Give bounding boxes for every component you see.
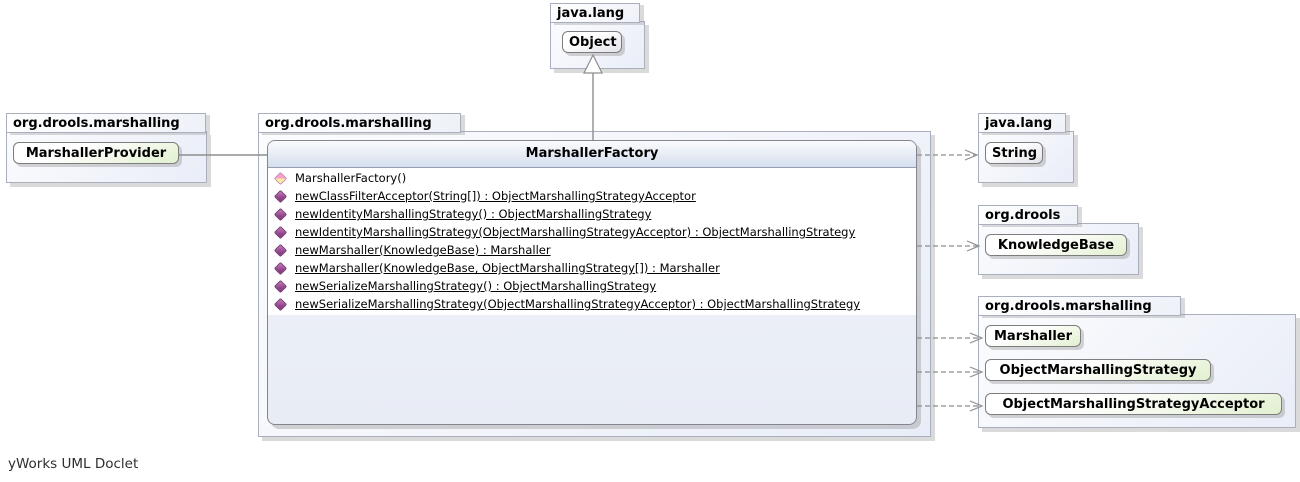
class-node-string[interactable]: String xyxy=(985,142,1043,164)
class-title: MarshallerFactory xyxy=(268,141,916,168)
interface-node-objectmarshallingstrategyacceptor[interactable]: ObjectMarshallingStrategyAcceptor xyxy=(985,393,1282,415)
package-name: org.drools.marshalling xyxy=(985,299,1152,314)
interface-node-marshaller[interactable]: Marshaller xyxy=(985,325,1081,347)
package-name: java.lang xyxy=(985,116,1053,131)
member-list: MarshallerFactory() newClassFilterAccept… xyxy=(268,168,916,315)
package-tab-java-lang-right: java.lang xyxy=(978,113,1066,133)
class-name: ObjectMarshallingStrategy xyxy=(999,363,1197,378)
package-tab-center: org.drools.marshalling xyxy=(258,113,461,133)
interface-node-knowledgebase[interactable]: KnowledgeBase xyxy=(985,234,1127,256)
method-icon xyxy=(273,225,288,239)
method-row[interactable]: newIdentityMarshallingStrategy() : Objec… xyxy=(268,205,916,223)
method-row[interactable]: newMarshaller(KnowledgeBase) : Marshalle… xyxy=(268,241,916,259)
member-label: newMarshaller(KnowledgeBase) : Marshalle… xyxy=(295,243,551,257)
class-node-object[interactable]: Object xyxy=(562,31,622,53)
package-tab-right-bottom: org.drools.marshalling xyxy=(978,296,1181,316)
dependency-arrow-string xyxy=(964,149,979,161)
member-label: newIdentityMarshallingStrategy(ObjectMar… xyxy=(295,225,856,239)
package-tab-org-drools: org.drools xyxy=(978,205,1078,225)
package-name: org.drools xyxy=(985,208,1061,223)
package-name: java.lang xyxy=(557,6,625,21)
method-icon xyxy=(273,189,288,203)
member-label: MarshallerFactory() xyxy=(295,171,407,185)
method-row[interactable]: newSerializeMarshallingStrategy(ObjectMa… xyxy=(268,295,916,313)
class-name: MarshallerProvider xyxy=(25,146,167,161)
member-label: newSerializeMarshallingStrategy(ObjectMa… xyxy=(295,297,861,311)
method-icon xyxy=(273,279,288,293)
method-row[interactable]: newMarshaller(KnowledgeBase, ObjectMarsh… xyxy=(268,259,916,277)
method-icon xyxy=(273,297,288,311)
class-name: KnowledgeBase xyxy=(997,238,1115,253)
constructor-icon xyxy=(273,171,288,185)
method-row[interactable]: newSerializeMarshallingStrategy() : Obje… xyxy=(268,277,916,295)
package-name: org.drools.marshalling xyxy=(13,116,180,131)
package-tab-left: org.drools.marshalling xyxy=(6,113,206,133)
doclet-credit-label: yWorks UML Doclet xyxy=(8,456,139,472)
package-name: org.drools.marshalling xyxy=(265,116,432,131)
class-name: Object xyxy=(569,35,617,50)
class-name: String xyxy=(992,146,1038,161)
method-icon xyxy=(273,207,288,221)
method-icon xyxy=(273,243,288,257)
member-label: newIdentityMarshallingStrategy() : Objec… xyxy=(295,207,652,221)
class-name: Marshaller xyxy=(993,329,1073,344)
package-tab-java-lang-top: java.lang xyxy=(550,3,640,23)
constructor-row[interactable]: MarshallerFactory() xyxy=(268,169,916,187)
interface-node-objectmarshallingstrategy[interactable]: ObjectMarshallingStrategy xyxy=(985,359,1211,381)
method-row[interactable]: newIdentityMarshallingStrategy(ObjectMar… xyxy=(268,223,916,241)
method-row[interactable]: newClassFilterAcceptor(String[]) : Objec… xyxy=(268,187,916,205)
member-label: newMarshaller(KnowledgeBase, ObjectMarsh… xyxy=(295,261,720,275)
class-detail-marshallerfactory: MarshallerFactory MarshallerFactory() ne… xyxy=(267,140,917,425)
member-label: newClassFilterAcceptor(String[]) : Objec… xyxy=(295,189,696,203)
class-name: ObjectMarshallingStrategyAcceptor xyxy=(1002,397,1265,412)
member-label: newSerializeMarshallingStrategy() : Obje… xyxy=(295,279,657,293)
method-icon xyxy=(273,261,288,275)
interface-node-marshallerprovider[interactable]: MarshallerProvider xyxy=(13,142,179,164)
